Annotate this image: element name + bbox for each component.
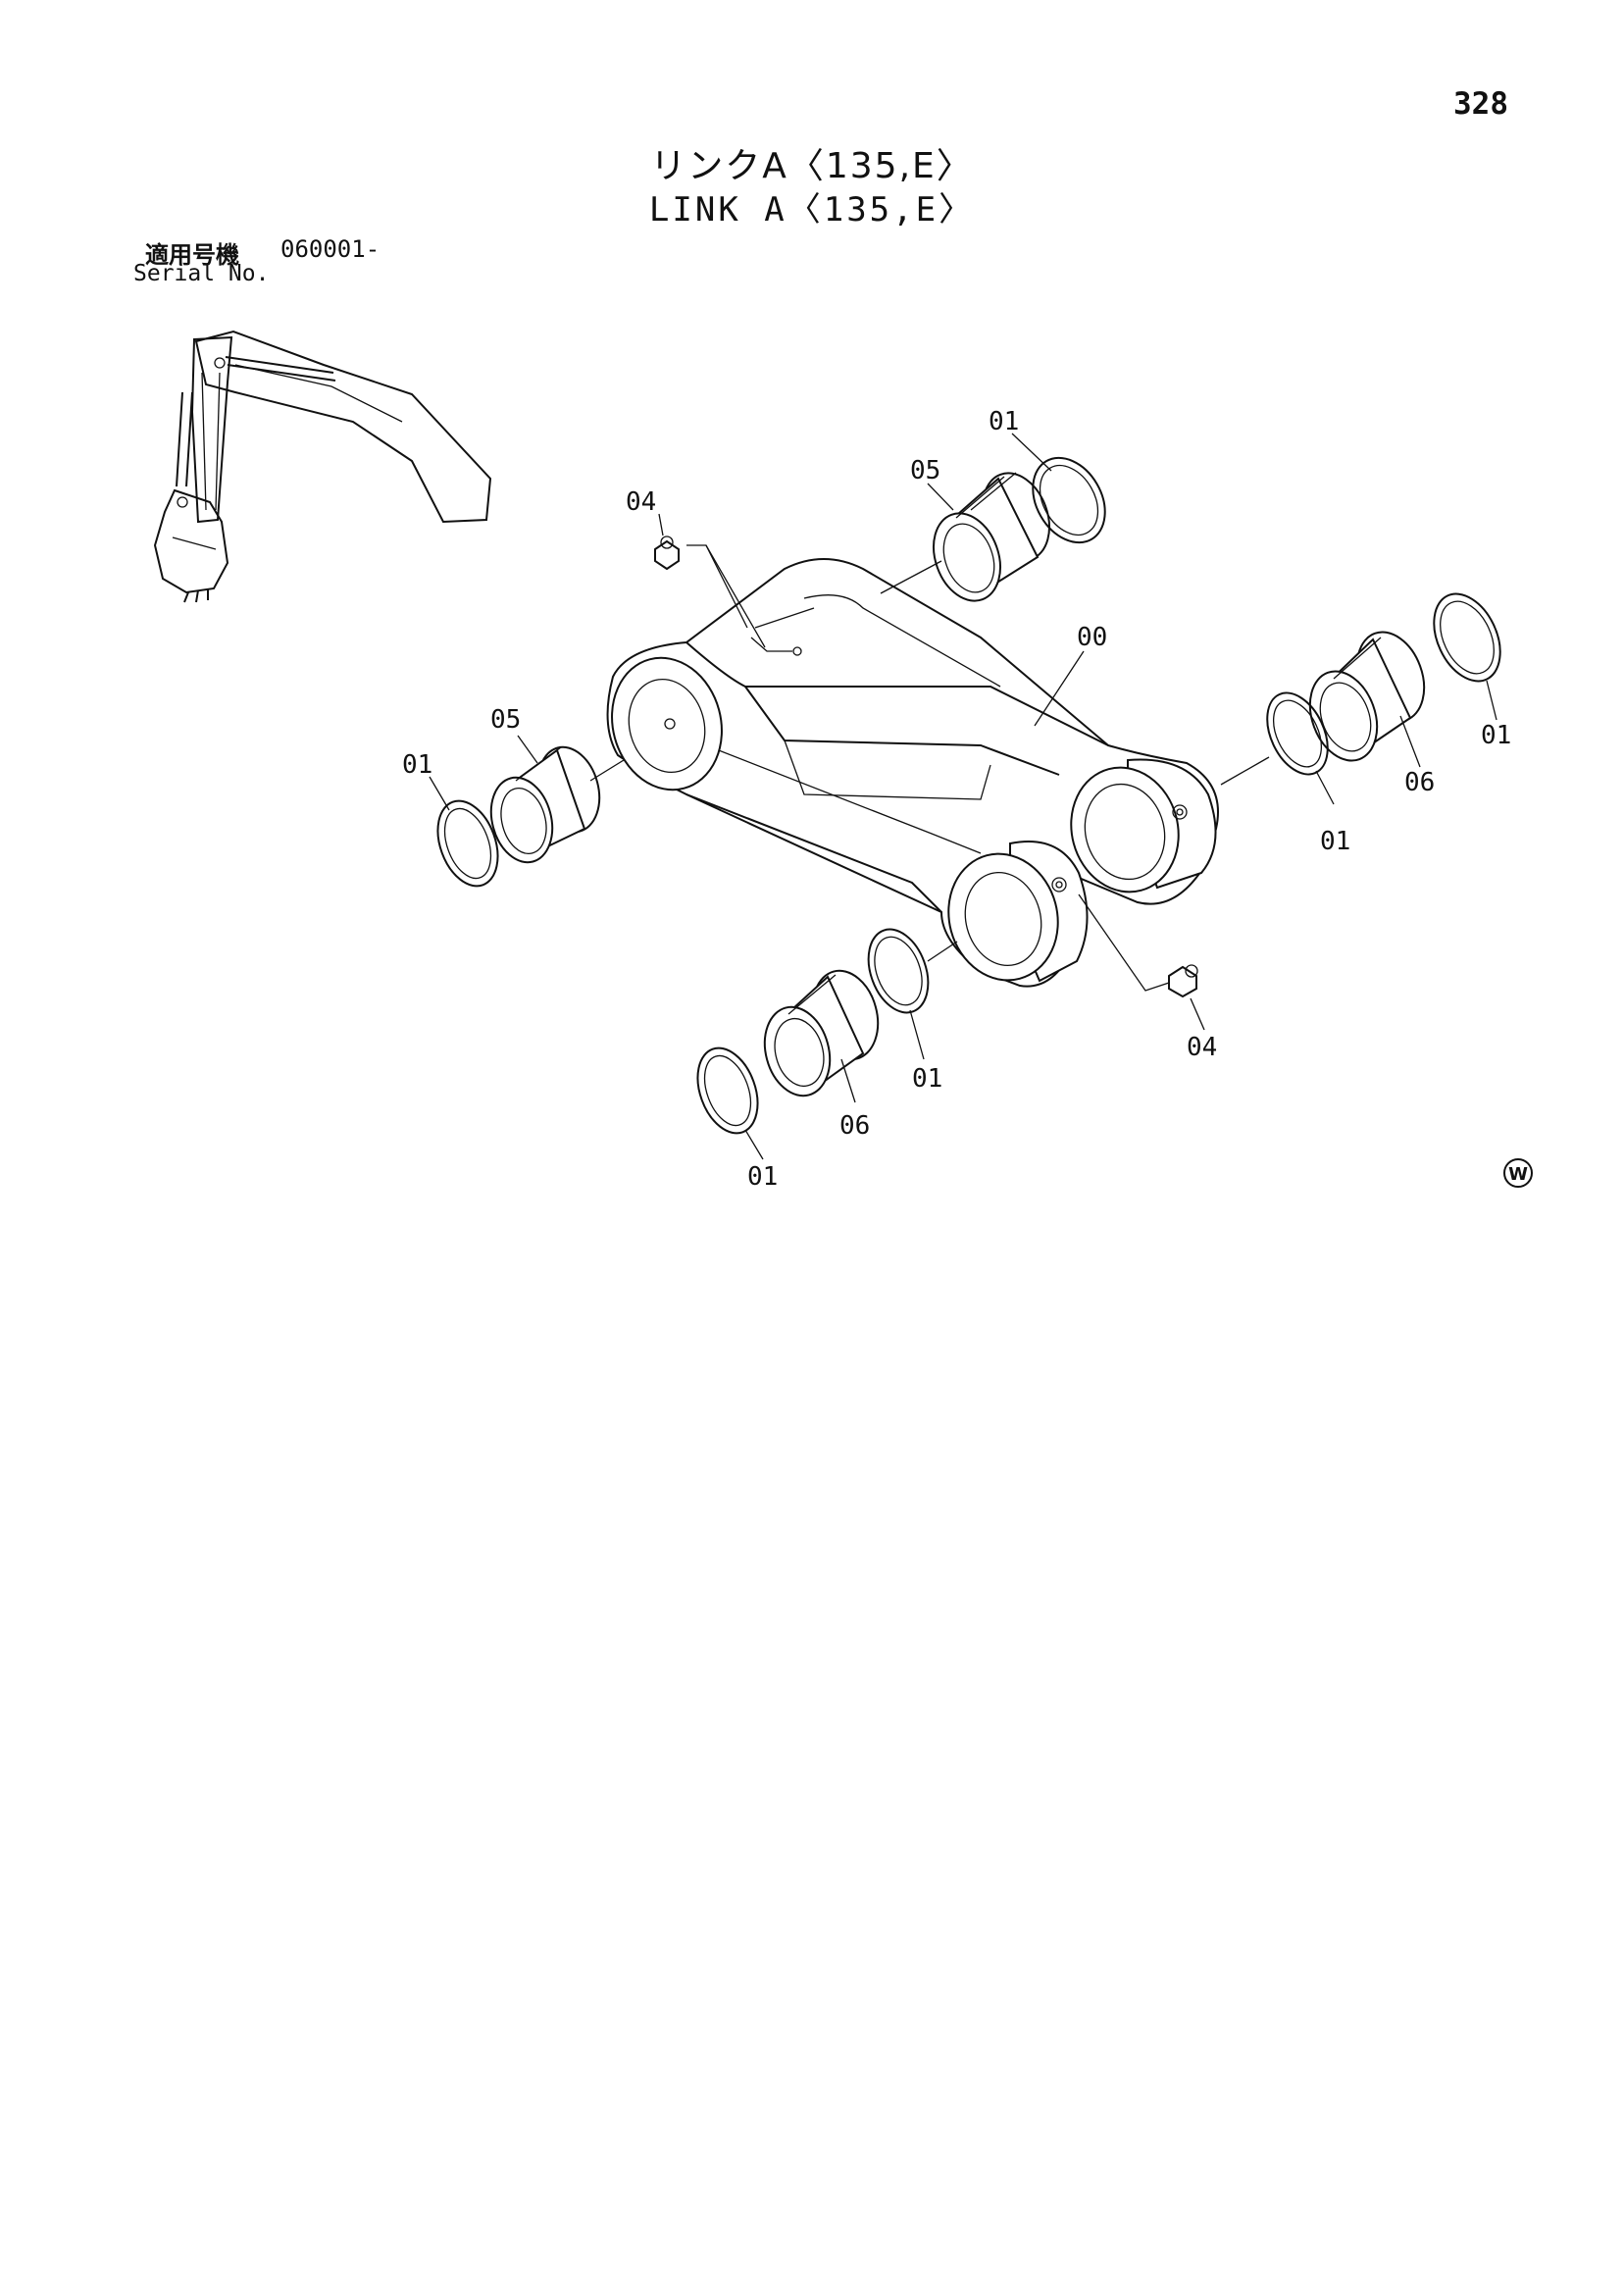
callout-01-right-outer: 01 <box>1481 721 1511 750</box>
title-english: LINK A〈135,E〉 <box>648 190 976 230</box>
callout-01-right-inner: 01 <box>1320 827 1350 856</box>
seal-ring-01-left <box>436 799 499 888</box>
serial-label-english: Serial No. <box>133 261 270 286</box>
bushing-06-right <box>1308 631 1426 762</box>
callout-labels: 00 01 05 04 05 01 01 06 01 04 01 06 01 <box>402 407 1511 1192</box>
seal-ring-01-right-inner <box>1266 691 1329 776</box>
page-number: 328 <box>1453 86 1508 122</box>
serial-label-japanese: 適用号機 <box>145 241 239 269</box>
boss-right <box>1070 758 1217 893</box>
leader-lines <box>429 433 1497 1160</box>
seal-ring-01-bottom <box>696 1046 759 1135</box>
circled-w-mark: W <box>1503 1158 1533 1188</box>
seal-ring-01-mid <box>867 928 930 1014</box>
bushing-06-bottom <box>763 969 880 1097</box>
callout-04-top: 04 <box>626 487 656 517</box>
callout-04-bottom: 04 <box>1187 1033 1217 1062</box>
callout-00: 00 <box>1077 623 1107 652</box>
callout-01-left: 01 <box>402 750 432 780</box>
boss-left <box>611 656 723 791</box>
bushing-05-left <box>489 745 601 864</box>
callout-01-mid: 01 <box>912 1064 942 1094</box>
serial-number-value: 060001- <box>280 235 381 263</box>
seal-ring-01-top <box>1032 456 1106 544</box>
callout-01-top: 01 <box>989 407 1019 436</box>
excavator-attachment-illustration <box>153 330 492 603</box>
callout-01-bottom: 01 <box>747 1162 778 1192</box>
seal-ring-01-right-outer <box>1433 592 1501 683</box>
circled-w-letter: W <box>1508 1164 1528 1185</box>
bushing-05-top <box>933 472 1050 602</box>
title-japanese: リンクA〈135,E〉 <box>650 146 974 186</box>
callout-06-bottom: 06 <box>839 1111 870 1141</box>
boss-bottom <box>947 841 1089 983</box>
callout-05-left: 05 <box>490 705 521 735</box>
callout-06-right: 06 <box>1404 768 1435 797</box>
grease-fitting-04-top <box>654 536 680 571</box>
grease-fitting-04-bottom <box>1168 964 1198 998</box>
callout-05-top: 05 <box>910 456 940 485</box>
